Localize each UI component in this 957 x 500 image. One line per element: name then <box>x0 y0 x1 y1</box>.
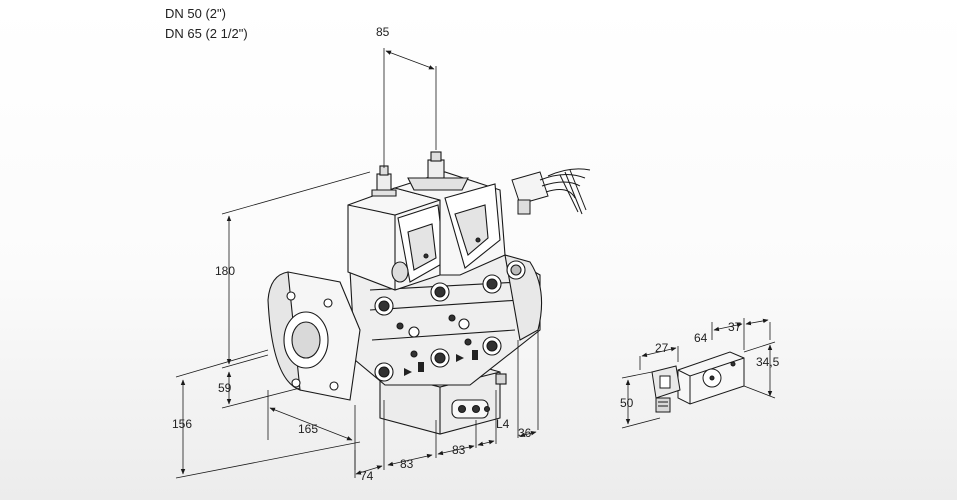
outlet-flange <box>504 254 543 341</box>
dim-74: 74 <box>360 469 374 483</box>
dimension-lines <box>175 48 539 479</box>
plugs <box>374 274 502 382</box>
connector-dimension-lines <box>621 318 776 429</box>
dim-l4: L4 <box>496 417 510 431</box>
dim-50: 50 <box>620 396 634 410</box>
actuator-left <box>347 187 446 291</box>
actuator-right <box>393 171 506 276</box>
dim-83-second: 83 <box>452 443 466 457</box>
dim-180: 180 <box>215 264 235 278</box>
arrow-marks <box>404 350 478 376</box>
dim-64: 64 <box>694 331 708 345</box>
title-dn65: DN 65 (2 1/2") <box>165 26 248 41</box>
spindle-left <box>371 165 397 197</box>
dim-27: 27 <box>655 341 669 355</box>
dim-36: 36 <box>518 426 532 440</box>
title-dn50: DN 50 (2") <box>165 6 226 21</box>
dim-156: 156 <box>172 417 192 431</box>
dim-59: 59 <box>218 381 232 395</box>
dim-37: 37 <box>728 320 742 334</box>
connector-detail <box>651 351 745 413</box>
spindle-right <box>407 151 469 191</box>
inlet-flange <box>267 271 361 401</box>
cable-plug <box>511 168 591 215</box>
dim-165: 165 <box>298 422 318 436</box>
dim-83-first: 83 <box>400 457 414 471</box>
dim-85: 85 <box>376 25 390 39</box>
valve-assembly <box>267 151 543 435</box>
dim-34-5: 34,5 <box>756 355 780 369</box>
